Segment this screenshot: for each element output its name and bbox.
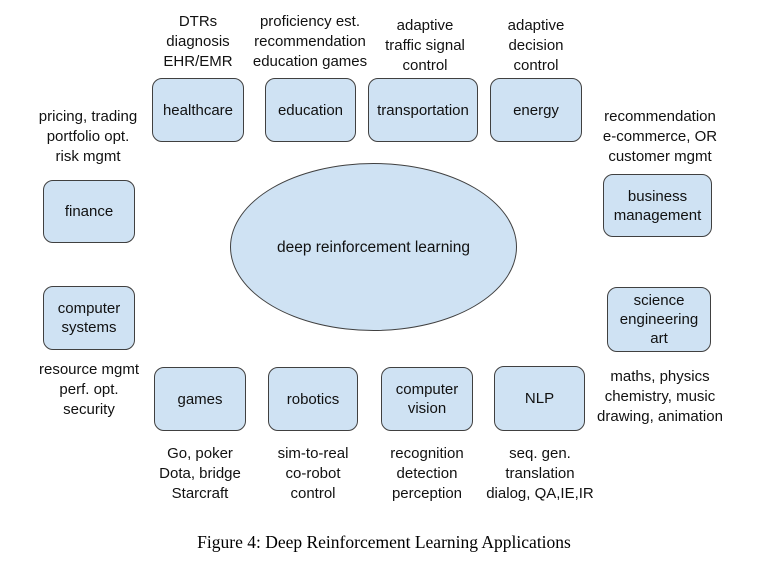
node-healthcare-label: healthcare [162, 101, 234, 119]
annotation-nlp: seq. gen. translation dialog, QA,IE,IR [486, 445, 594, 502]
node-games: games [154, 367, 246, 431]
node-education: education [265, 78, 356, 142]
center-ellipse-deep-reinforcement-learning: deep reinforcement learning [230, 163, 517, 331]
node-computer-vision-label: computer vision [395, 381, 459, 417]
center-ellipse-label: deep reinforcement learning [276, 238, 470, 256]
annotation-healthcare: DTRs diagnosis EHR/EMR [163, 13, 233, 70]
node-nlp-label: NLP [524, 390, 555, 407]
node-robotics: robotics [268, 367, 358, 431]
annotation-energy: adaptive decision control [507, 17, 565, 74]
figure-caption: Figure 4: Deep Reinforcement Learning Ap… [197, 532, 571, 552]
node-computer-vision: computer vision [381, 367, 473, 431]
annotation-science-engineering-art: maths, physics chemistry, music drawing,… [597, 368, 723, 425]
node-education-label: education [277, 101, 344, 119]
node-business-management-label: business management [613, 187, 702, 224]
node-computer-systems: computer systems [43, 286, 135, 350]
node-science-engineering-art-label: science engineering art [619, 292, 699, 347]
node-transportation: transportation [368, 78, 478, 142]
annotation-computer-vision: recognition detection perception [390, 445, 464, 502]
annotation-games: Go, poker Dota, bridge Starcraft [159, 445, 241, 502]
annotation-computer-systems: resource mgmt perf. opt. security [38, 361, 140, 418]
node-robotics-label: robotics [286, 390, 340, 408]
annotation-education: proficiency est. recommendation educatio… [252, 13, 368, 70]
node-nlp: NLP [494, 366, 585, 431]
node-transportation-label: transportation [377, 101, 469, 119]
node-business-management: business management [603, 174, 712, 237]
node-finance: finance [43, 180, 135, 243]
node-healthcare: healthcare [152, 78, 244, 142]
node-energy: energy [490, 78, 582, 142]
node-energy-label: energy [513, 101, 559, 119]
annotation-business-management: recommendation e-commerce, OR customer m… [602, 108, 718, 165]
node-games-label: games [177, 390, 223, 408]
annotation-robotics: sim-to-real co-robot control [277, 445, 349, 502]
node-science-engineering-art: science engineering art [607, 287, 711, 352]
annotation-finance: pricing, trading portfolio opt. risk mgm… [38, 108, 138, 165]
node-computer-systems-label: computer systems [57, 300, 121, 336]
node-finance-label: finance [64, 203, 114, 220]
annotation-transportation: adaptive traffic signal control [385, 17, 465, 74]
